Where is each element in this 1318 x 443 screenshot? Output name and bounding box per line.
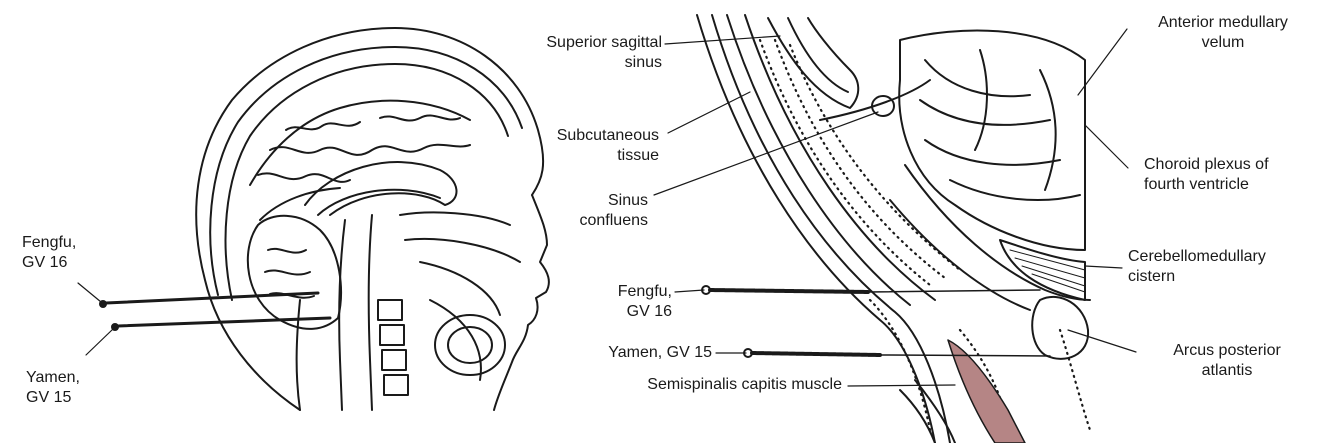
label-yamen-left: Yamen, GV 15	[26, 368, 80, 408]
left-leader-lines	[78, 283, 113, 355]
label-fengfu-left: Fengfu, GV 16	[22, 233, 76, 273]
label-fengfu-right: Fengfu, GV 16	[560, 282, 672, 322]
label-anterior-medullary-velum: Anterior medullary velum	[1128, 13, 1318, 53]
head-sagittal-illustration	[196, 28, 549, 410]
label-superior-sagittal-sinus: Superior sagittal sinus	[500, 33, 662, 73]
label-cerebellomedullary-cistern: Cerebellomedullary cistern	[1128, 247, 1266, 287]
label-yamen-right: Yamen, GV 15	[530, 343, 712, 363]
label-subcutaneous-tissue: Subcutaneous tissue	[505, 126, 659, 166]
label-semispinalis-capitis: Semispinalis capitis muscle	[570, 375, 842, 395]
label-sinus-confluens: Sinus confluens	[540, 191, 648, 231]
label-arcus-posterior-atlantis: Arcus posterior atlantis	[1136, 341, 1318, 381]
right-needle-yamen	[744, 349, 1050, 357]
label-choroid-plexus: Choroid plexus of fourth ventricle	[1144, 155, 1269, 195]
